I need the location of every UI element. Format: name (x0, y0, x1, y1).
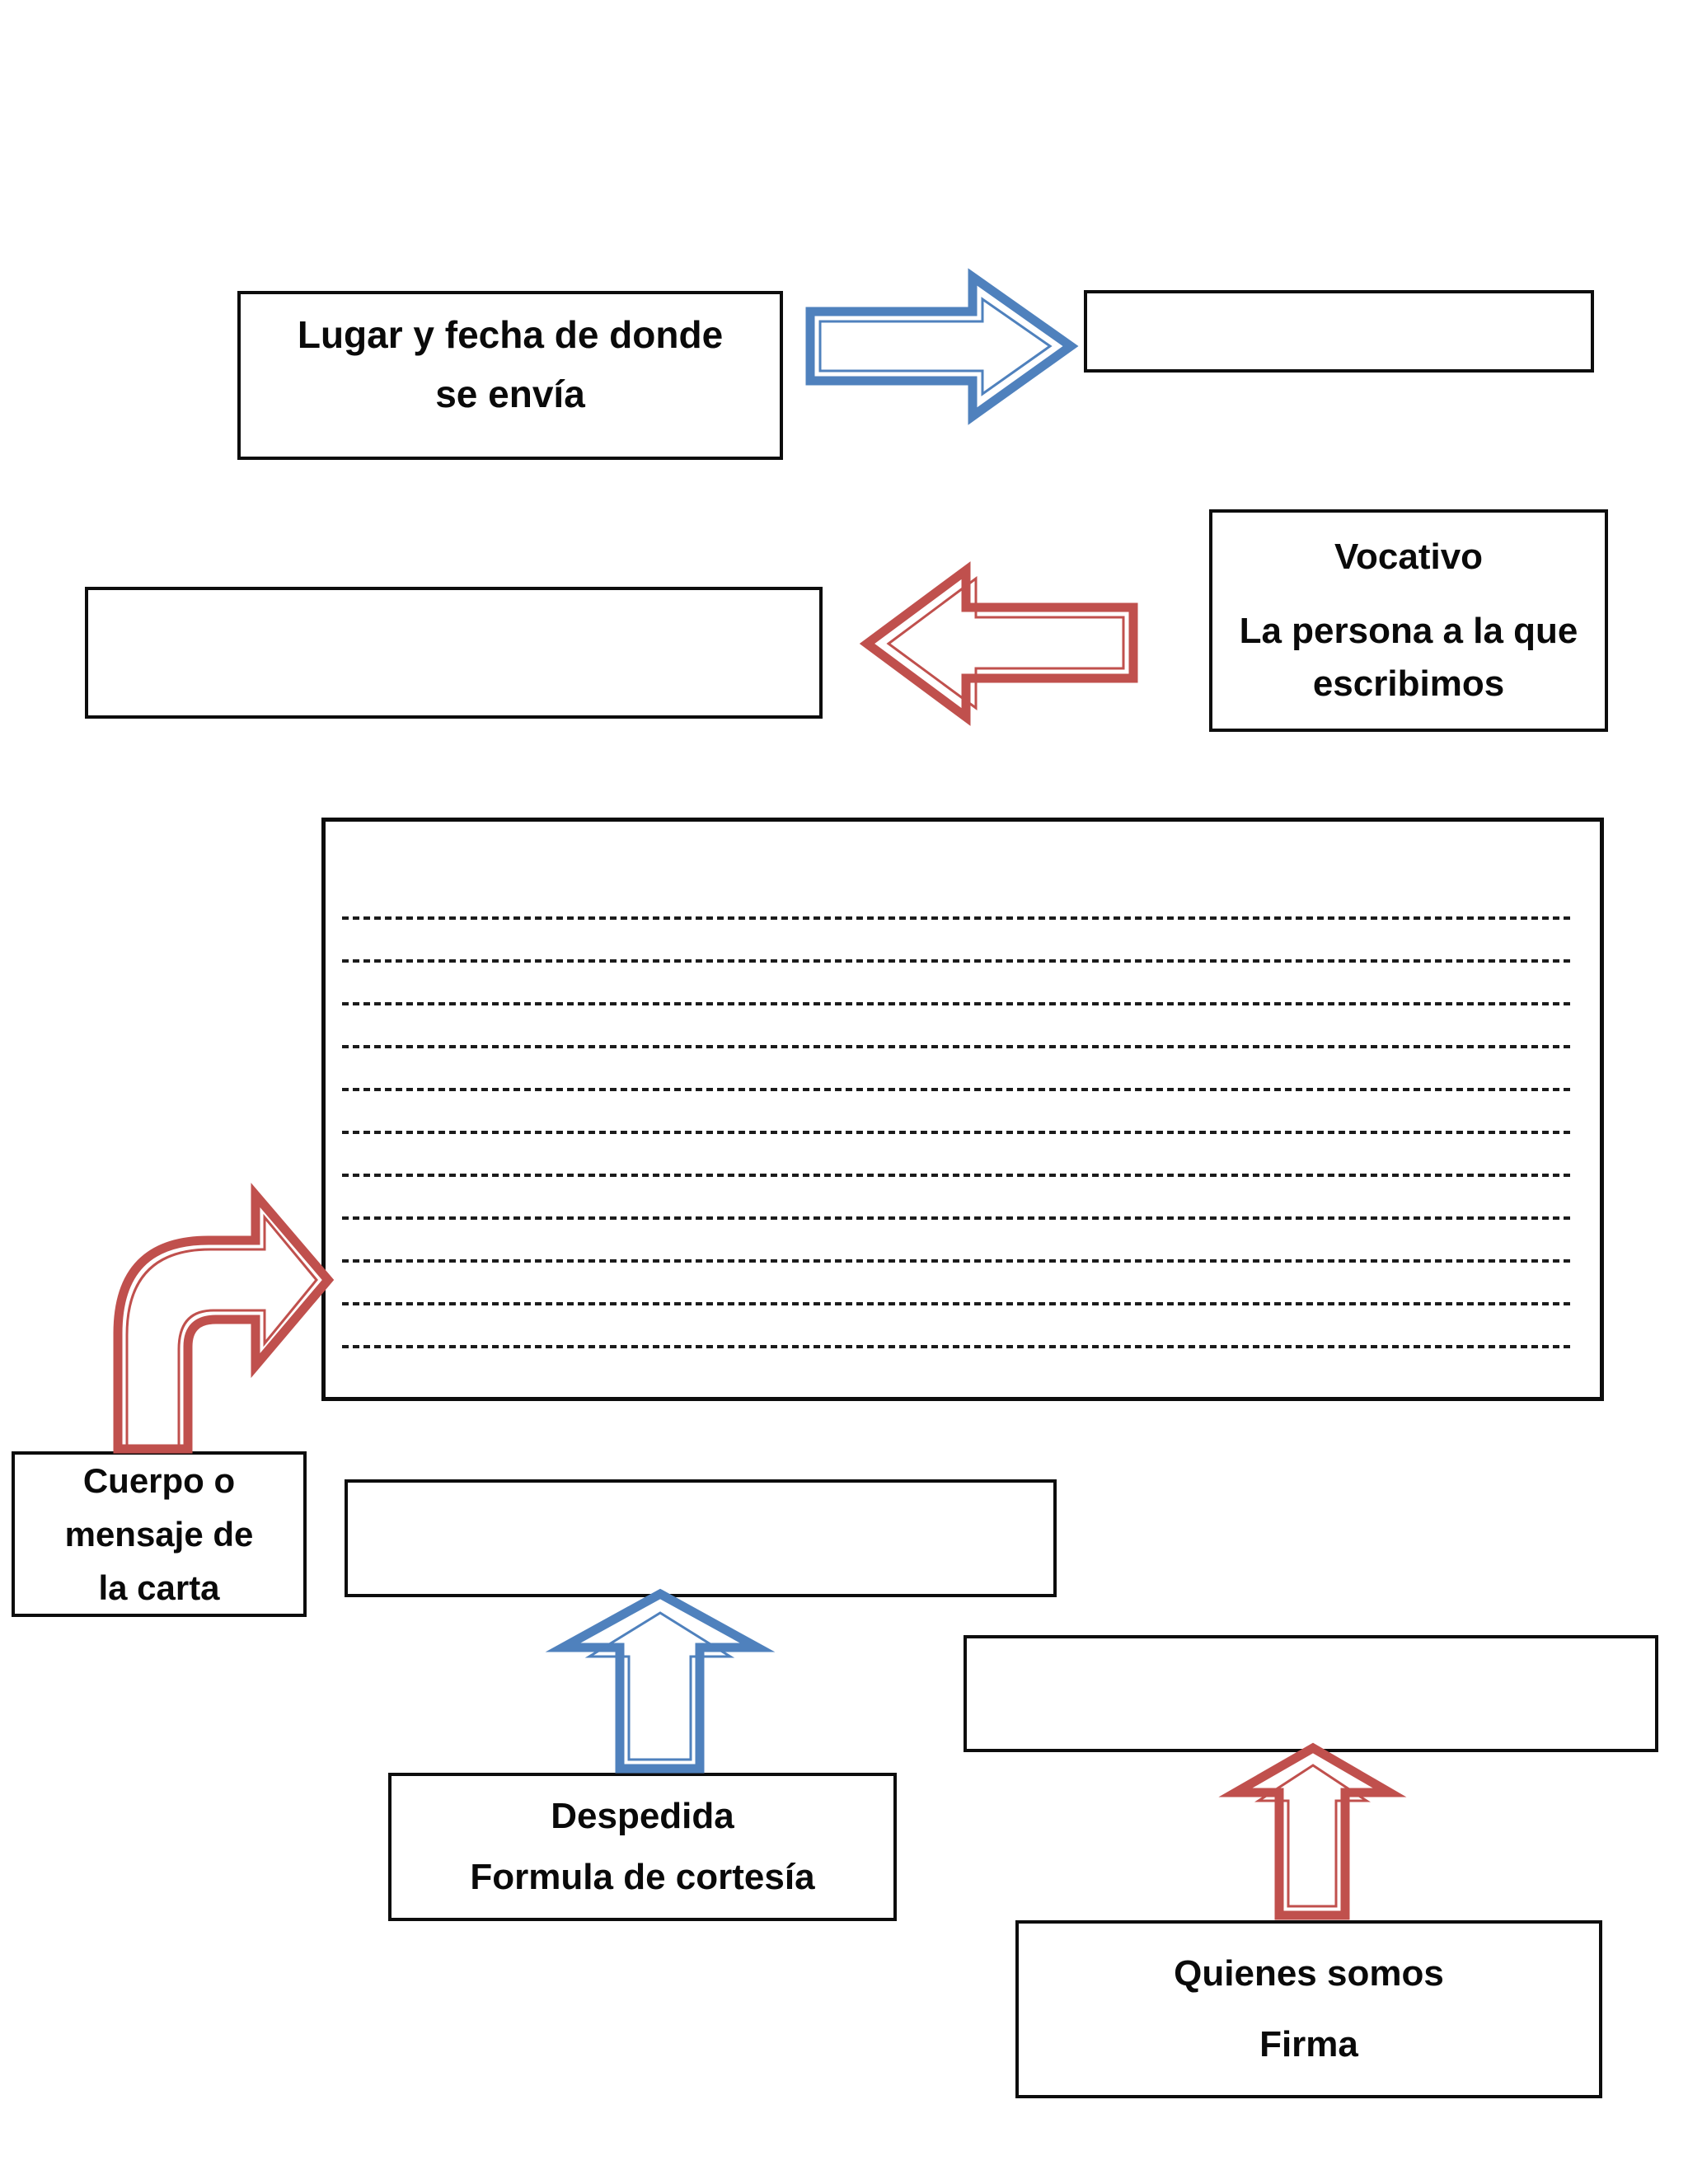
dashed-line (342, 1345, 1570, 1348)
answer-box-vocativo[interactable] (85, 587, 823, 719)
lugar-fecha-line1: Lugar y fecha de donde (297, 312, 724, 356)
dashed-line (342, 1174, 1570, 1177)
cuerpo-box: Cuerpo o mensaje de la carta (12, 1451, 307, 1617)
dashed-line (342, 1131, 1570, 1134)
dashed-line (342, 1302, 1570, 1305)
quienes-line1: Quienes somos (1174, 1953, 1444, 1994)
quienes-line2: Firma (1259, 2024, 1358, 2064)
vocativo-line1: La persona a la que (1239, 611, 1578, 651)
blue-right-arrow-icon (805, 268, 1079, 425)
cuerpo-line1: Cuerpo o (82, 1461, 236, 1500)
red-left-arrow-icon (859, 561, 1138, 726)
blue-up-arrow-icon (545, 1588, 776, 1774)
dashed-line (342, 1088, 1570, 1091)
despedida-box: Despedida Formula de cortesía (388, 1773, 897, 1921)
red-up-arrow-icon (1218, 1742, 1407, 1920)
answer-box-despedida[interactable] (345, 1479, 1057, 1597)
lugar-fecha-box: Lugar y fecha de donde se envía (237, 291, 783, 460)
writing-lines (342, 916, 1570, 1348)
dashed-line (342, 1045, 1570, 1048)
dashed-line (342, 1216, 1570, 1220)
red-bent-arrow-icon (113, 1183, 335, 1454)
vocativo-line2: escribimos (1312, 663, 1505, 704)
quienes-somos-box: Quienes somos Firma (1015, 1920, 1602, 2098)
cuerpo-line2: mensaje de (64, 1515, 254, 1554)
dashed-line (342, 1259, 1570, 1263)
dashed-line (342, 1002, 1570, 1005)
answer-box-lugar-fecha[interactable] (1084, 290, 1594, 373)
dashed-line (342, 916, 1570, 920)
vocativo-box: Vocativo La persona a la que escribimos (1209, 509, 1608, 732)
despedida-line2: Formula de cortesía (470, 1857, 815, 1897)
answer-box-firma[interactable] (964, 1635, 1658, 1752)
lugar-fecha-line2: se envía (435, 372, 585, 415)
cuerpo-line3: la carta (98, 1568, 220, 1607)
dashed-line (342, 959, 1570, 963)
despedida-line1: Despedida (551, 1796, 734, 1836)
vocativo-title: Vocativo (1334, 537, 1484, 577)
